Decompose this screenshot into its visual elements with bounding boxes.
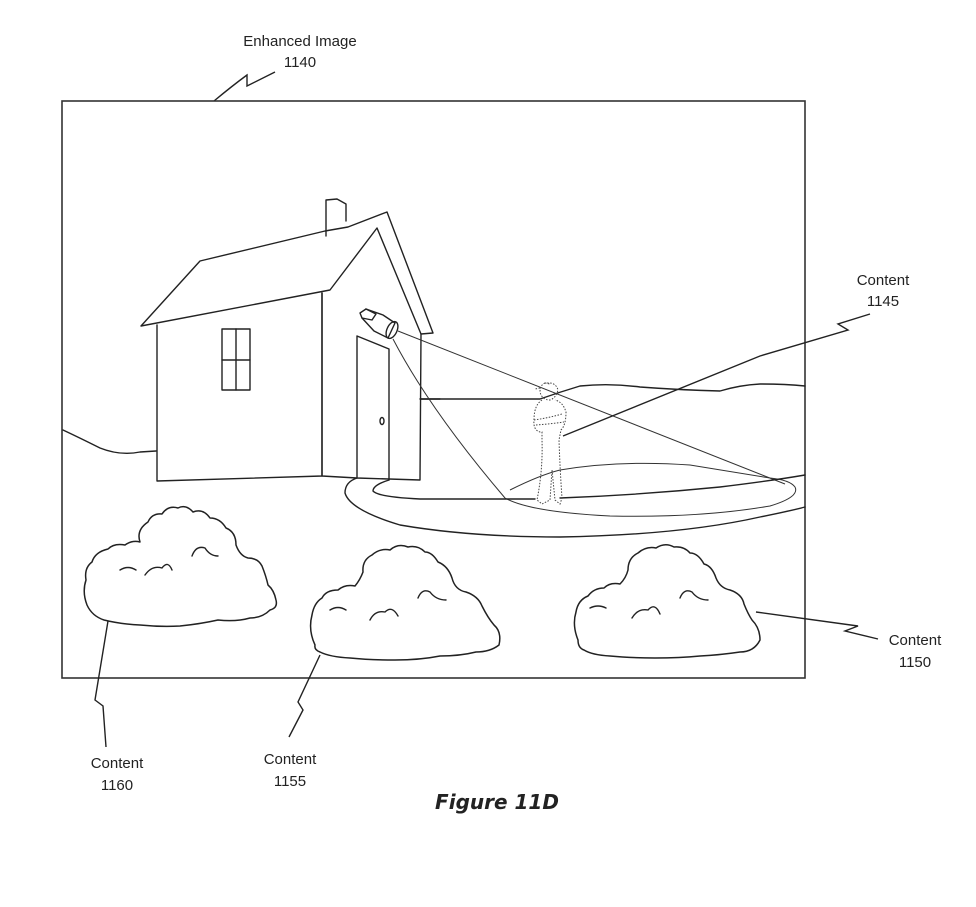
label-content-1150-title: Content	[889, 632, 942, 649]
lawn-path-inner	[372, 474, 806, 500]
label-content-1145: Content 1145	[857, 272, 910, 310]
camera-fov-upper	[397, 330, 786, 485]
label-content-1150-ref: 1150	[899, 654, 931, 671]
enhanced-image-frame	[61, 100, 806, 679]
scene	[62, 198, 806, 661]
label-enhanced-image-ref: 1140	[284, 54, 316, 71]
leader-line-1160	[94, 620, 109, 748]
label-content-1160-title: Content	[91, 755, 144, 772]
house-side-wall	[156, 292, 323, 482]
label-content-1160: Content 1160	[91, 755, 144, 794]
door-knob	[379, 416, 385, 426]
hill-left	[62, 429, 157, 455]
camera-fov-ellipse	[504, 462, 797, 517]
label-content-1150: Content 1150	[889, 632, 942, 671]
label-content-1145-ref: 1145	[867, 293, 899, 310]
bush-left	[83, 505, 278, 628]
label-enhanced-image: Enhanced Image 1140	[213, 33, 357, 102]
label-enhanced-image-title: Enhanced Image	[243, 33, 356, 50]
label-content-1155-title: Content	[264, 751, 317, 768]
leader-line-1145	[562, 313, 871, 437]
figure-caption: Figure 11D	[435, 790, 559, 814]
label-content-1145-title: Content	[857, 272, 910, 289]
label-content-1155-ref: 1155	[274, 773, 306, 790]
house	[140, 198, 441, 482]
hill-right	[419, 383, 806, 400]
security-camera-icon	[359, 308, 399, 340]
label-content-1160-ref: 1160	[101, 777, 133, 794]
bush-right	[573, 544, 761, 659]
leader-line-1150	[755, 611, 879, 640]
window	[221, 328, 251, 391]
label-content-1155: Content 1155	[264, 751, 317, 790]
house-front-wall	[321, 292, 422, 481]
door	[356, 335, 390, 481]
person-icon	[533, 382, 567, 505]
camera-fov-lower	[392, 338, 506, 499]
leader-line-enhanced-image	[213, 71, 276, 102]
chimney	[325, 198, 347, 237]
lawn-path-outer	[344, 477, 806, 538]
bush-middle	[309, 544, 501, 661]
leader-line-1155	[288, 654, 321, 738]
house-roof	[140, 211, 434, 335]
